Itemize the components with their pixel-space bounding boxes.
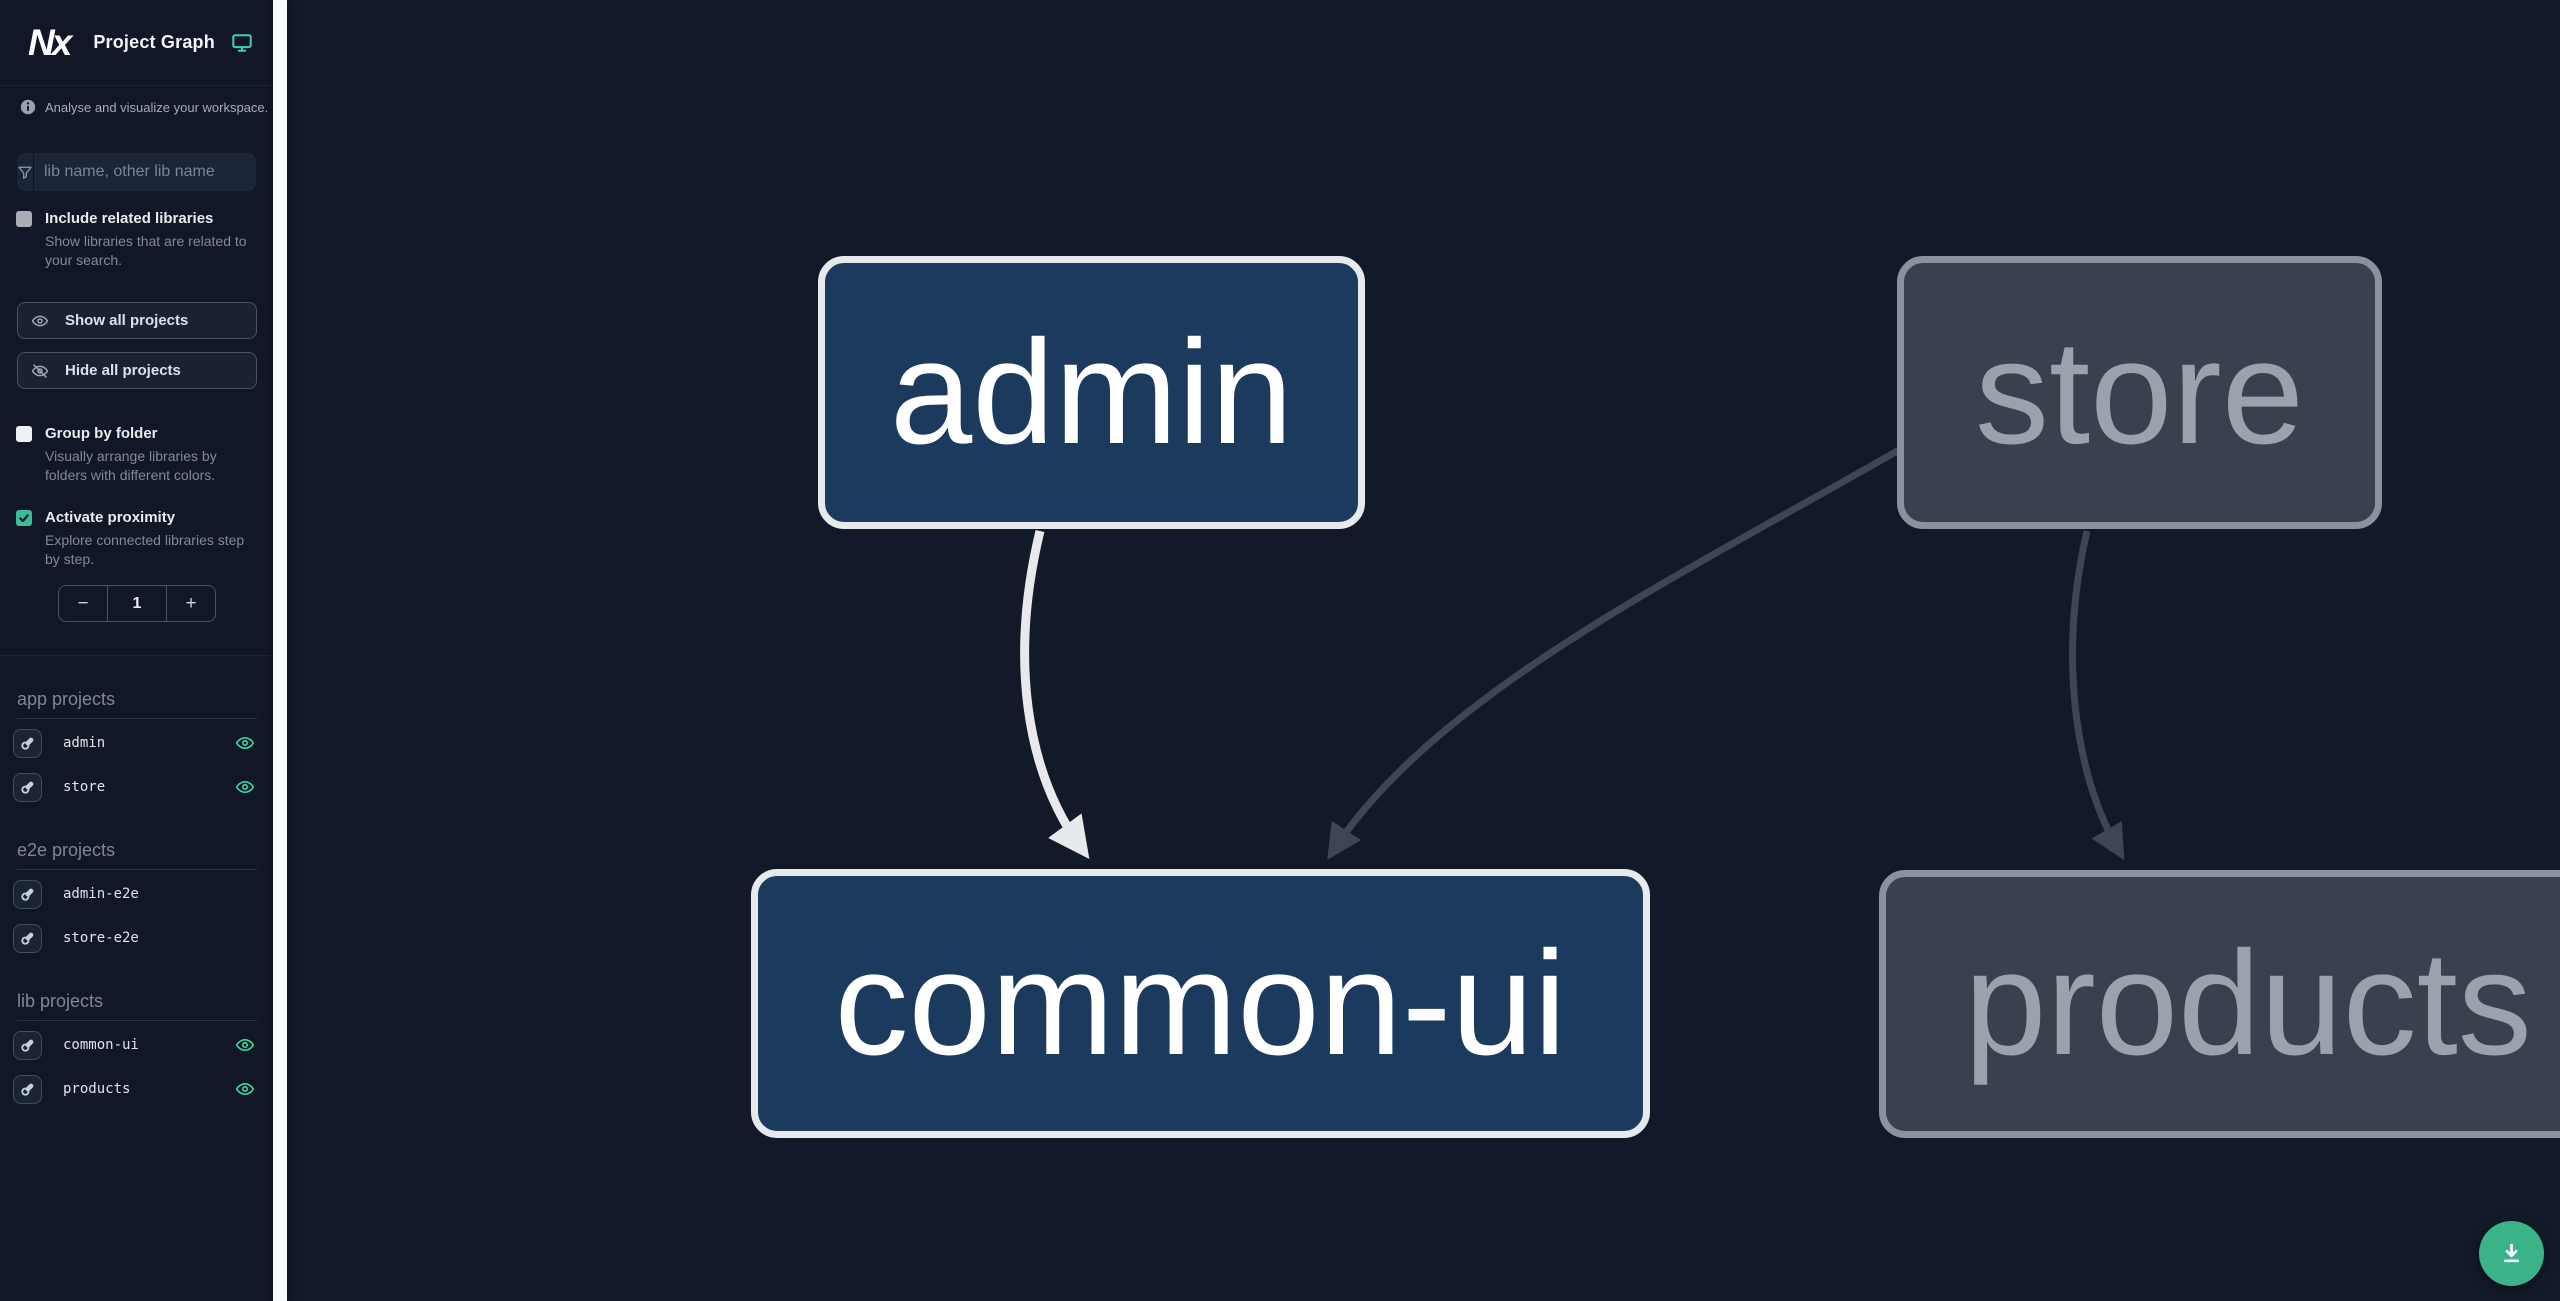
graph-node-products[interactable]: products: [1879, 870, 2560, 1138]
option-activate-proximity: Activate proximity Explore connected lib…: [16, 509, 257, 569]
show-all-projects-button[interactable]: Show all projects: [17, 302, 257, 339]
visibility-eye-icon[interactable]: [235, 777, 255, 797]
focus-project-button[interactable]: [13, 1030, 42, 1060]
project-name: products: [63, 1081, 131, 1097]
project-row-store: store: [13, 767, 257, 807]
focus-project-button[interactable]: [13, 772, 42, 802]
project-row-common-ui: common-ui: [13, 1025, 257, 1065]
focus-magnifier-icon: [21, 1083, 34, 1096]
section-lib-projects: lib projects common-ui: [13, 991, 257, 1109]
nx-logo: Nx: [28, 21, 72, 63]
focus-magnifier-icon: [21, 781, 34, 794]
focus-magnifier-icon: [21, 932, 34, 945]
edge-store-common-ui[interactable]: [1327, 446, 1901, 860]
show-all-projects-label: Show all projects: [65, 312, 189, 329]
proximity-increment-button[interactable]: +: [167, 586, 215, 621]
sidebar-header: Nx Project Graph: [0, 0, 273, 86]
graph-canvas[interactable]: admin store common-ui products: [287, 0, 2560, 1301]
filter-search-box: [17, 153, 256, 191]
group-by-folder-checkbox[interactable]: [16, 426, 32, 442]
project-name: store-e2e: [63, 930, 139, 946]
node-label: admin: [889, 309, 1294, 475]
project-name: admin: [63, 735, 106, 751]
focus-project-button[interactable]: [13, 1074, 42, 1104]
workspace-tagline: Analyse and visualize your workspace.: [45, 99, 269, 115]
group-by-folder-description: Visually arrange libraries by folders wi…: [45, 448, 217, 483]
download-graph-button[interactable]: [2479, 1221, 2544, 1286]
graph-node-common-ui[interactable]: common-ui: [751, 869, 1650, 1138]
hide-all-projects-label: Hide all projects: [65, 362, 181, 379]
eye-icon: [31, 315, 49, 326]
option-group-by-folder: Group by folder Visually arrange librari…: [16, 425, 257, 485]
node-label: common-ui: [834, 920, 1567, 1086]
edge-store-products[interactable]: [2069, 530, 2125, 861]
graph-node-store[interactable]: store: [1897, 256, 2382, 529]
project-row-admin: admin: [13, 723, 257, 763]
focus-project-button[interactable]: [13, 923, 42, 953]
workspace-tagline-row: Analyse and visualize your workspace.: [20, 99, 273, 115]
proximity-value: 1: [107, 586, 167, 621]
include-related-description: Show libraries that are related to your …: [45, 233, 247, 268]
focus-project-button[interactable]: [13, 728, 42, 758]
sidebar-resize-handle[interactable]: [273, 0, 287, 1301]
project-row-products: products: [13, 1069, 257, 1109]
sidebar: Nx Project Graph Analyse and visualize y…: [0, 0, 273, 1301]
check-icon: [19, 514, 29, 523]
sidebar-divider: [0, 655, 273, 656]
page-title: Project Graph: [93, 32, 215, 52]
visibility-eye-icon[interactable]: [235, 1079, 255, 1099]
info-icon: [20, 99, 36, 115]
hide-all-projects-button[interactable]: Hide all projects: [17, 352, 257, 389]
activate-proximity-checkbox[interactable]: [16, 510, 32, 526]
project-name: store: [63, 779, 106, 795]
visibility-eye-icon[interactable]: [235, 733, 255, 753]
section-title: app projects: [17, 689, 257, 719]
visibility-eye-icon[interactable]: [235, 1035, 255, 1055]
project-name: common-ui: [63, 1037, 139, 1053]
section-app-projects: app projects admin: [13, 689, 257, 807]
search-input[interactable]: [34, 153, 256, 191]
project-name: admin-e2e: [63, 886, 139, 902]
section-title: lib projects: [17, 991, 257, 1021]
focus-project-button[interactable]: [13, 879, 42, 909]
monitor-icon: [231, 32, 253, 54]
option-include-related: Include related libraries Show libraries…: [16, 210, 257, 270]
graph-edges: [1020, 446, 2125, 861]
project-row-admin-e2e: admin-e2e: [13, 874, 257, 914]
node-label: store: [1974, 309, 2305, 475]
group-by-folder-label: Group by folder: [45, 425, 158, 442]
node-label: products: [1964, 921, 2532, 1086]
project-row-store-e2e: store-e2e: [13, 918, 257, 958]
funnel-icon: [17, 153, 34, 191]
edge-admin-common-ui[interactable]: [1020, 529, 1090, 860]
activate-proximity-description: Explore connected libraries step by step…: [45, 532, 245, 567]
section-e2e-projects: e2e projects admin-e2e store-e2: [13, 840, 257, 958]
section-title: e2e projects: [17, 840, 257, 870]
focus-magnifier-icon: [21, 737, 34, 750]
graph-node-admin[interactable]: admin: [818, 256, 1365, 529]
include-related-checkbox[interactable]: [16, 211, 32, 227]
include-related-label: Include related libraries: [45, 210, 214, 227]
focus-magnifier-icon: [21, 1039, 34, 1052]
proximity-decrement-button[interactable]: −: [59, 586, 107, 621]
focus-magnifier-icon: [21, 888, 34, 901]
eye-off-icon: [31, 363, 49, 378]
proximity-stepper: − 1 +: [58, 585, 216, 622]
download-icon: [2503, 1243, 2520, 1263]
activate-proximity-label: Activate proximity: [45, 509, 176, 526]
